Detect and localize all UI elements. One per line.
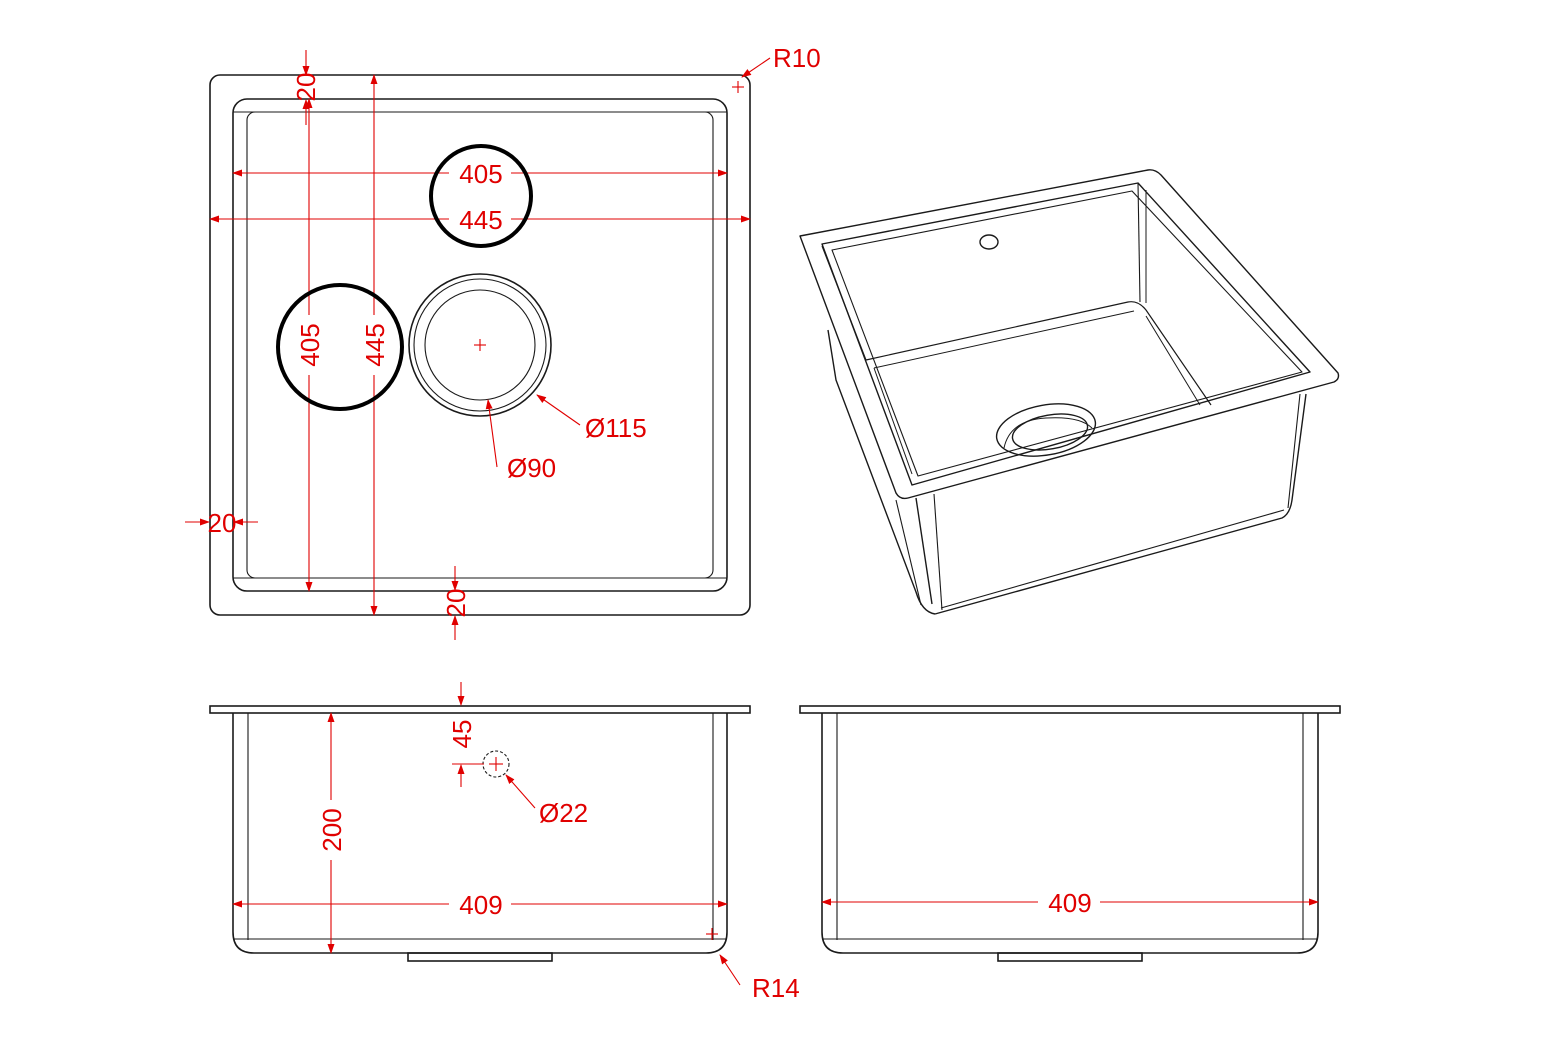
iso-outer-bottom-edge bbox=[934, 393, 1307, 615]
highlight-circle-depth bbox=[276, 283, 404, 411]
side-view-flange bbox=[799, 705, 1341, 714]
highlight-circle-width bbox=[429, 144, 533, 248]
top-view bbox=[209, 74, 751, 616]
drain-inner-circle bbox=[424, 289, 536, 401]
dim-front-height: 200 bbox=[317, 808, 347, 851]
dim-front-overflow-diameter: Ø22 bbox=[539, 798, 588, 828]
front-view bbox=[209, 705, 751, 962]
front-view-flange bbox=[209, 705, 751, 714]
front-view-dimensions bbox=[232, 682, 741, 986]
top-view-bowl-outline bbox=[232, 98, 728, 592]
dim-front-bowl-width: 409 bbox=[459, 890, 502, 920]
iso-overflow-hole bbox=[979, 234, 999, 250]
dim-front-bottom-radius: R14 bbox=[752, 973, 800, 1003]
isometric-view bbox=[799, 169, 1340, 615]
highlight-circles bbox=[276, 144, 533, 411]
dim-top-rim-top: 20 bbox=[291, 73, 321, 102]
iso-rim-inner bbox=[821, 182, 1311, 486]
iso-outer-left-wall bbox=[827, 329, 936, 615]
iso-drain-inner bbox=[1011, 413, 1089, 451]
drain-outer-ring bbox=[413, 278, 547, 412]
dim-top-inner-depth: 405 bbox=[295, 323, 325, 366]
dim-side-bowl-width: 409 bbox=[1048, 888, 1091, 918]
dim-front-overflow-offset: 45 bbox=[447, 720, 477, 749]
top-view-dimensions bbox=[185, 50, 771, 640]
dim-top-overall-width: 445 bbox=[459, 205, 502, 235]
side-view-waste bbox=[997, 952, 1143, 962]
iso-rim-outer bbox=[799, 169, 1340, 500]
drain-outer-circle bbox=[408, 273, 552, 417]
dim-top-inner-width: 405 bbox=[459, 159, 502, 189]
side-view bbox=[799, 705, 1341, 962]
front-view-waste bbox=[407, 952, 553, 962]
iso-back-floor-edge bbox=[865, 301, 1212, 406]
iso-bowl-opening bbox=[831, 190, 1303, 477]
dim-drain-inner: Ø90 bbox=[507, 453, 556, 483]
dim-top-overall-depth: 445 bbox=[360, 323, 390, 366]
dim-top-rim-left: 20 bbox=[208, 508, 237, 538]
dim-drain-outer: Ø115 bbox=[585, 413, 647, 443]
dim-top-rim-bottom: 20 bbox=[441, 589, 471, 618]
iso-drain-outer bbox=[995, 403, 1097, 457]
top-view-rim-outline bbox=[209, 74, 751, 616]
dim-corner-radius: R10 bbox=[773, 43, 821, 73]
